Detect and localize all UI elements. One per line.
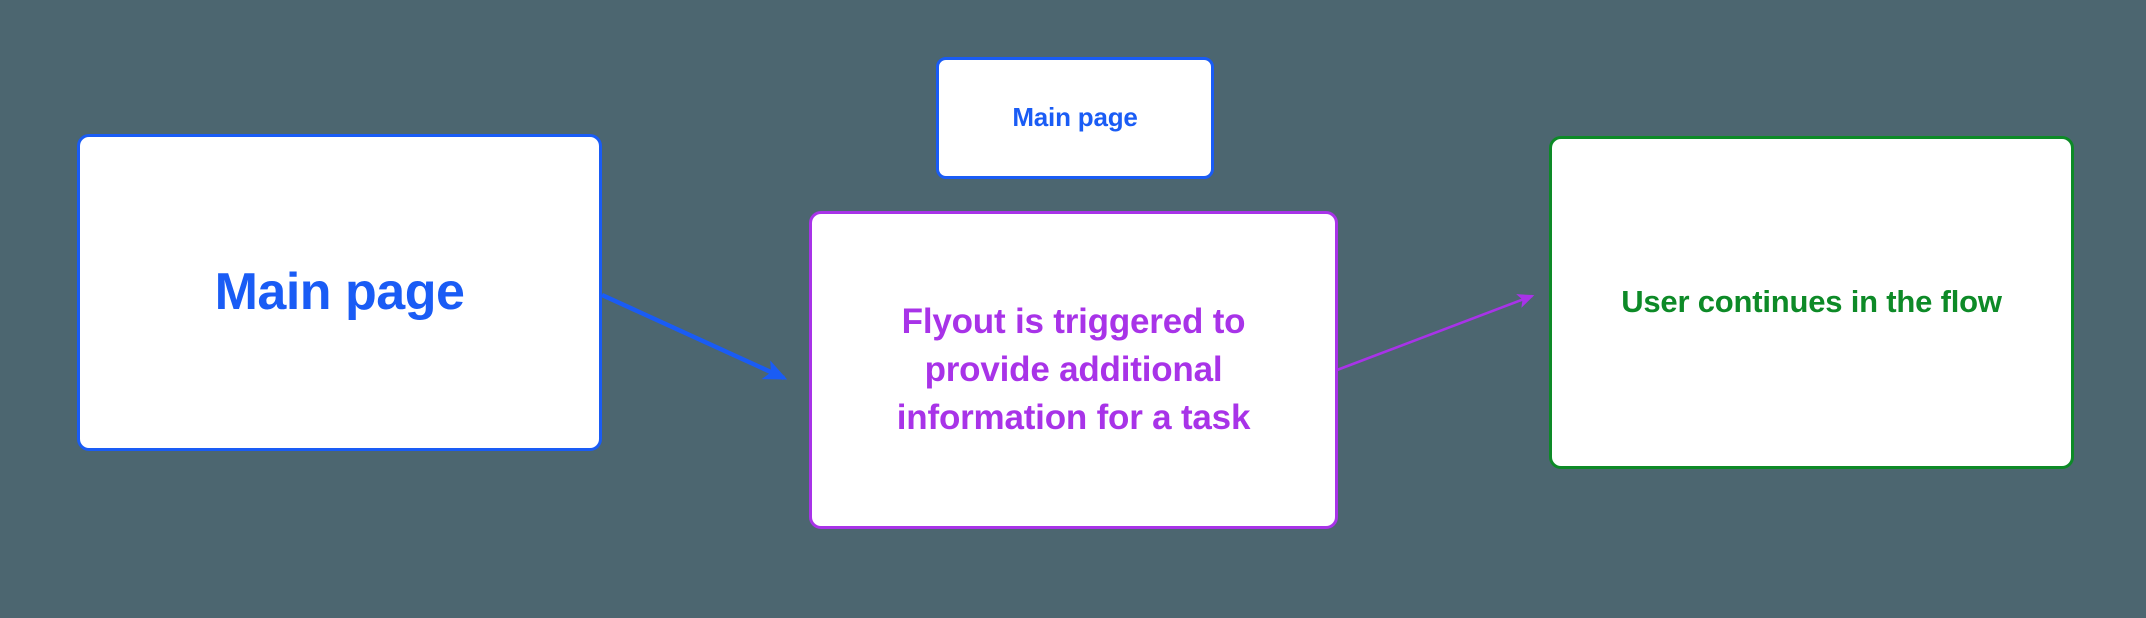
edge-main-page-to-flyout (601, 292, 788, 381)
node-user-continues-label: User continues in the flow (1621, 284, 2002, 320)
node-user-continues[interactable]: User continues in the flow (1549, 136, 2074, 469)
node-flyout-label: Flyout is triggered to provide additiona… (896, 302, 1251, 437)
node-main-page-large-label: Main page (214, 263, 465, 322)
node-main-page-large[interactable]: Main page (77, 134, 602, 451)
node-main-page-small[interactable]: Main page (936, 57, 1214, 179)
node-flyout[interactable]: Flyout is triggered to provide additiona… (809, 211, 1338, 529)
node-main-page-small-label: Main page (1012, 102, 1138, 133)
edge-flyout-to-user-continues (1336, 294, 1535, 372)
